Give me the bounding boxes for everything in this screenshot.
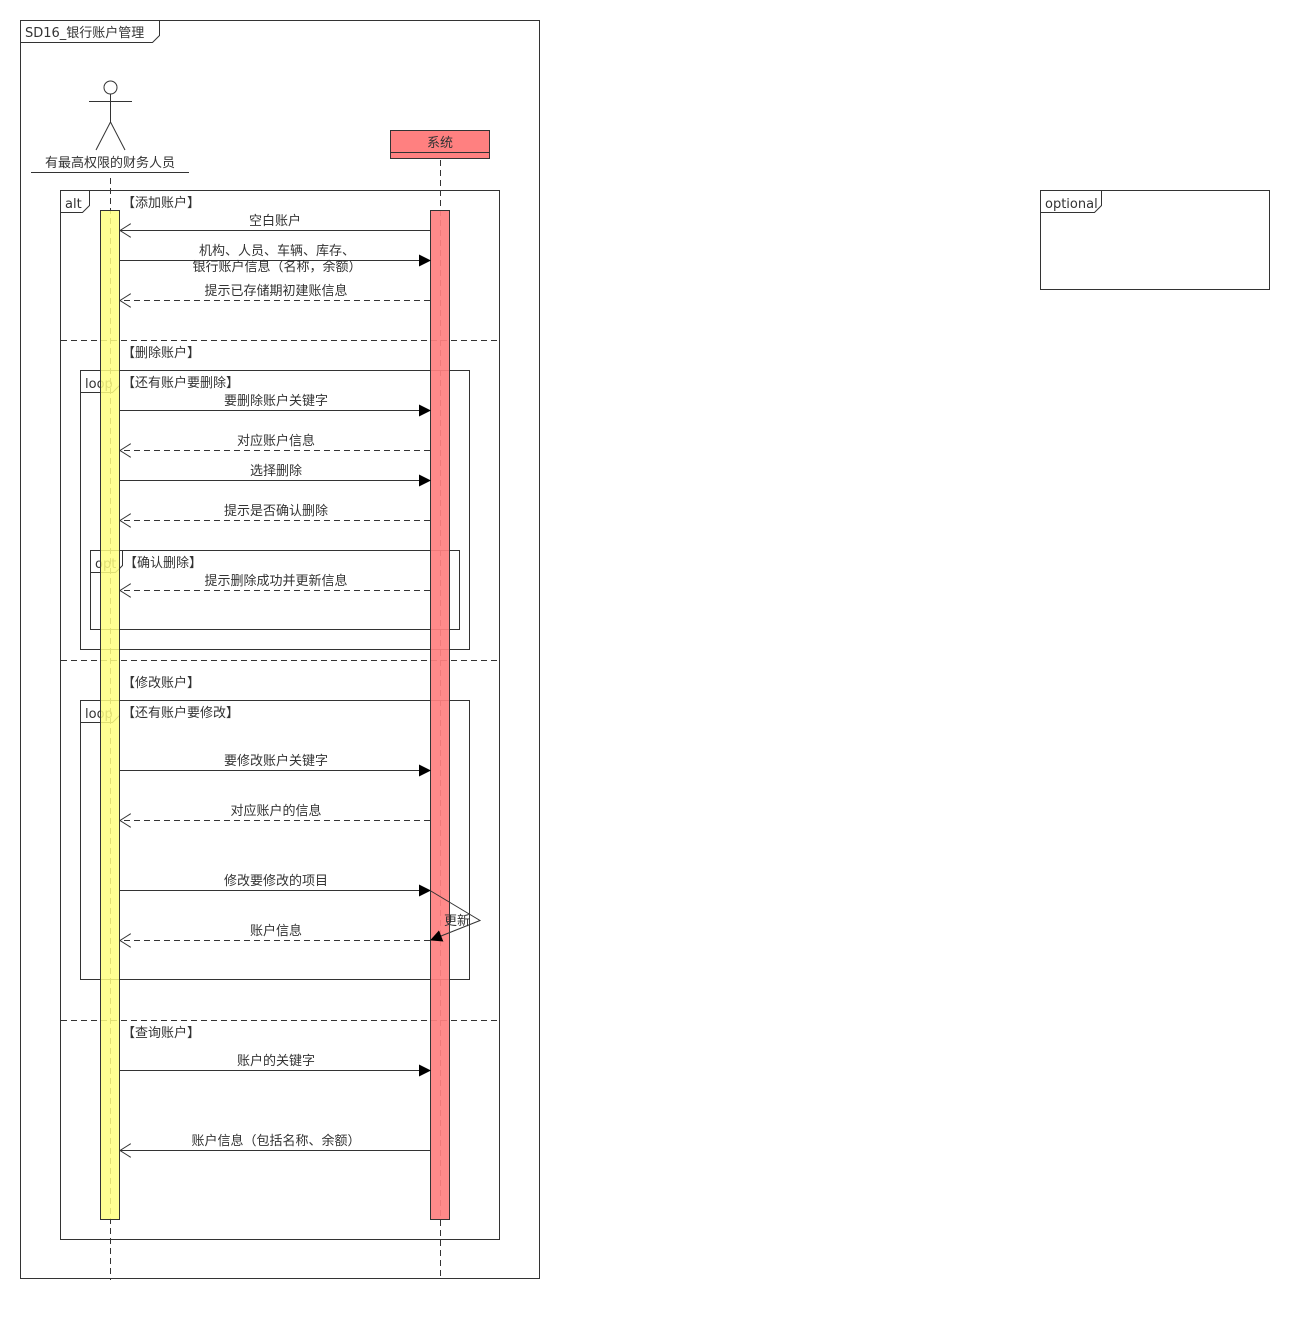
actor-figure-icon [89, 80, 132, 151]
message-label: 机构、人员、车辆、库存、 [199, 243, 355, 259]
message-label: 银行账户信息（名称，余额） [192, 259, 361, 275]
self-message-arrow [429, 890, 482, 942]
alt-guard-modify: 【修改账户】 [122, 675, 200, 691]
message-label: 对应账户信息 [237, 433, 315, 449]
opt-confirm-guard: 【确认删除】 [124, 556, 202, 571]
loop-modify-guard: 【还有账户要修改】 [122, 705, 239, 721]
message-label: 要修改账户关键字 [224, 753, 328, 769]
actor-name: 有最高权限的财务人员 [45, 155, 175, 171]
message-label: 账户的关键字 [237, 1053, 315, 1069]
messages: 空白账户 机构、人员、车辆、库存、 银行账户信息（名称，余额） 提示已存储期初建… [120, 213, 482, 1151]
system-activation-bar [430, 210, 450, 1220]
alt-guard-delete: 【删除账户】 [122, 345, 200, 361]
alt-guard-query: 【查询账户】 [122, 1025, 200, 1041]
optional-frame-label: optional [1045, 197, 1098, 212]
diagram-title: SD16_银行账户管理 [25, 25, 144, 41]
message-label: 对应账户的信息 [230, 803, 321, 819]
optional-frame: optional [1040, 190, 1270, 290]
message-label: 要删除账户关键字 [224, 393, 328, 409]
system-head: 系统 [390, 130, 490, 159]
alt-fragment: alt 【添加账户】 【删除账户】 【修改账户】 【查询账户】 [60, 190, 500, 1240]
diagram-frame: SD16_银行账户管理 [20, 20, 540, 1279]
message-label: 提示删除成功并更新信息 [204, 573, 347, 589]
self-message-label: 更新 [444, 913, 470, 929]
alt-guard-add: 【添加账户】 [122, 195, 200, 211]
system-name: 系统 [427, 136, 453, 151]
loop-delete-fragment: loop 【还有账户要删除】 [80, 370, 470, 650]
actor-activation-bar [100, 210, 120, 1220]
message-label: 空白账户 [249, 213, 301, 229]
alt-label: alt [65, 197, 82, 212]
message-label: 提示是否确认删除 [224, 503, 328, 519]
message-label: 提示已存储期初建账信息 [204, 283, 347, 299]
message-label: 修改要修改的项目 [224, 873, 328, 889]
message-label: 账户信息（包括名称、余额） [191, 1133, 360, 1149]
message-label: 选择删除 [250, 464, 302, 479]
message-label: 账户信息 [250, 923, 302, 939]
loop-delete-guard: 【还有账户要删除】 [122, 375, 239, 391]
